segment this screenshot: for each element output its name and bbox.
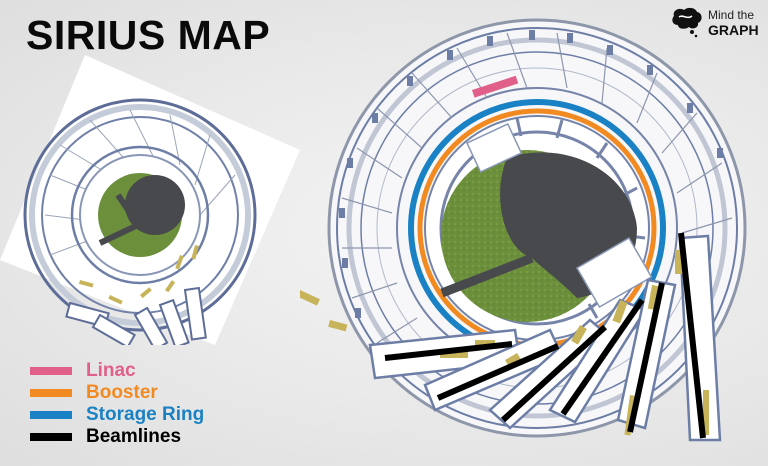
legend-label: Booster (86, 382, 158, 403)
legend-label: Storage Ring (86, 404, 205, 425)
inset-center (125, 175, 185, 235)
legend-item-linac: Linac (30, 360, 204, 382)
linac (472, 75, 519, 98)
logo-text-graph: GRAPH (708, 22, 759, 38)
legend-item-storage-ring: Storage Ring (30, 404, 204, 426)
beamlines (384, 232, 706, 439)
brain-icon (672, 7, 702, 38)
linac-swatch (30, 367, 72, 375)
overview-inset (0, 55, 300, 352)
legend-label: Linac (86, 360, 136, 381)
booster-swatch (30, 389, 72, 397)
legend: Linac Booster Storage Ring Beamlines (30, 360, 204, 448)
mind-the-graph-logo: Mind the GRAPH (670, 6, 766, 40)
storage-ring-swatch (30, 411, 72, 419)
beamlines-swatch (30, 433, 72, 441)
page-title: SIRIUS MAP (26, 12, 271, 58)
legend-item-booster: Booster (30, 382, 204, 404)
legend-item-beamlines: Beamlines (30, 426, 204, 448)
sirius-facility-map (297, 0, 768, 461)
logo-text-mind-the: Mind the (708, 8, 755, 22)
legend-label: Beamlines (86, 426, 182, 447)
